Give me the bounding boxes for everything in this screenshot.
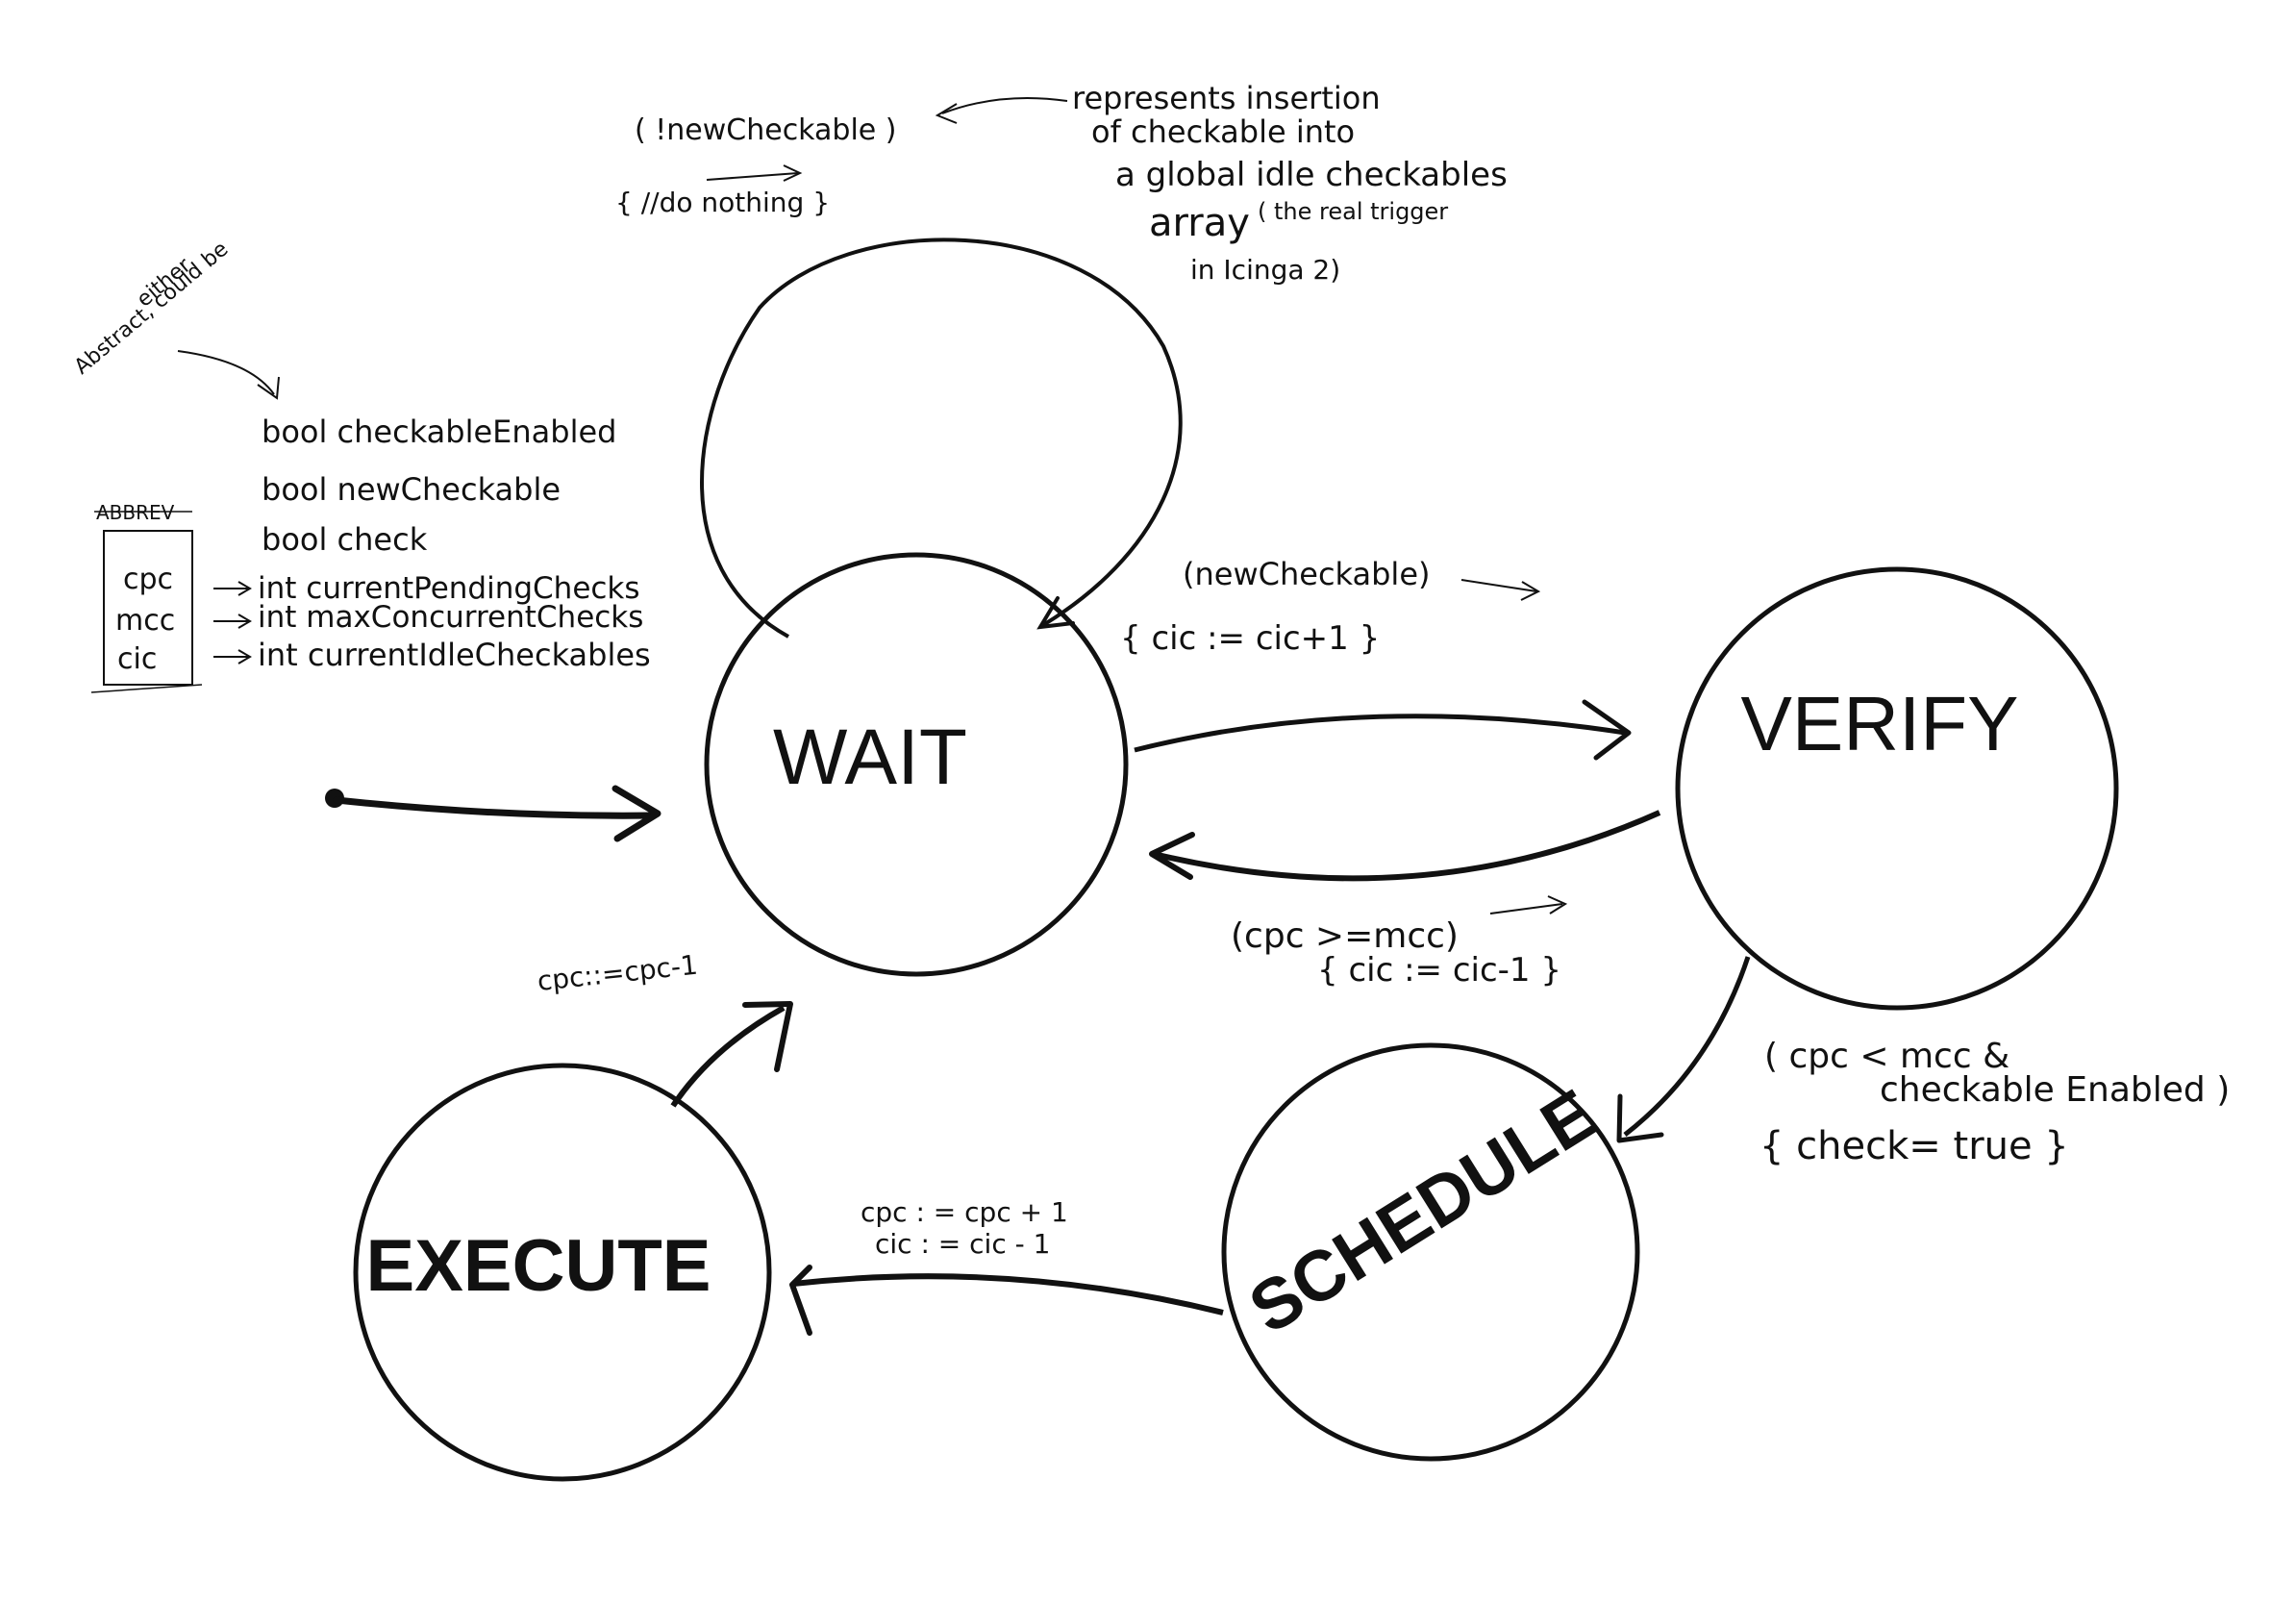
wait-to-verify-guard: (newCheckable)	[1183, 556, 1430, 592]
verify-to-schedule-guard-2: checkable Enabled )	[1880, 1070, 2230, 1110]
variable-6: int currentIdleCheckables	[258, 637, 651, 673]
verify-to-wait-label: (cpc >=mcc) { cic := cic-1 }	[1231, 895, 1568, 990]
insertion-note-line-1: represents insertion	[1072, 80, 1381, 116]
verify-to-schedule-transition	[1616, 956, 1751, 1143]
variable-4: int currentPendingChecks	[258, 571, 640, 606]
self-loop-action: { //do nothing }	[615, 187, 830, 218]
state-verify-label: VERIFY	[1741, 681, 2019, 766]
state-verify: VERIFY	[1675, 566, 2119, 1011]
abstract-note: Abstract, could be either	[70, 238, 280, 400]
initial-transition	[325, 785, 661, 842]
insertion-note-line-3: a global idle checkables	[1115, 156, 1508, 194]
abbrev-header: ABBREV	[96, 501, 175, 524]
state-schedule: SCHEDULE	[1221, 1042, 1640, 1462]
variable-list: bool checkableEnabled bool newCheckable …	[258, 414, 651, 673]
wait-to-verify-action: { cic := cic+1 }	[1120, 619, 1380, 658]
verify-to-schedule-label: ( cpc < mcc & checkable Enabled ) { chec…	[1759, 1037, 2230, 1168]
schedule-to-execute-label: cpc : = cpc + 1 cic : = cic - 1	[861, 1196, 1068, 1260]
wait-to-verify-transition	[1134, 699, 1632, 761]
verify-to-schedule-guard-1: ( cpc < mcc &	[1764, 1037, 2009, 1076]
self-loop-transition	[700, 238, 1183, 639]
execute-to-wait-action: cpc::=cpc-1	[536, 949, 699, 997]
abbrev-box: ABBREV cpc mcc cic	[90, 501, 252, 693]
abbrev-item-cpc: cpc	[123, 563, 173, 596]
insertion-note-line-4: array	[1149, 201, 1250, 245]
verify-to-schedule-action: { check= true }	[1759, 1124, 2069, 1168]
self-loop-guard: ( !newCheckable )	[635, 113, 897, 147]
variable-5: int maxConcurrentChecks	[258, 600, 643, 635]
state-schedule-label: SCHEDULE	[1235, 1074, 1610, 1349]
state-execute-label: EXECUTE	[366, 1225, 711, 1307]
insertion-note-line-2: of checkable into	[1091, 113, 1355, 150]
self-loop-label: ( !newCheckable ) { //do nothing }	[615, 113, 897, 218]
state-wait-label: WAIT	[773, 714, 967, 801]
state-execute: EXECUTE	[353, 1063, 772, 1482]
schedule-to-execute-action-1: cpc : = cpc + 1	[861, 1196, 1068, 1228]
verify-to-wait-guard: (cpc >=mcc)	[1231, 916, 1459, 956]
variable-1: bool checkableEnabled	[262, 414, 616, 450]
state-wait: WAIT	[704, 552, 1129, 977]
verify-to-wait-action: { cic := cic-1 }	[1317, 951, 1561, 990]
insertion-note-line-5: ( the real trigger	[1258, 198, 1448, 225]
schedule-to-execute-action-2: cic : = cic - 1	[875, 1228, 1050, 1260]
variable-3: bool check	[262, 521, 428, 558]
wait-to-verify-label: (newCheckable) { cic := cic+1 }	[1120, 556, 1541, 658]
insertion-note: represents insertion of checkable into a…	[935, 80, 1508, 286]
insertion-note-line-6: in Icinga 2)	[1190, 254, 1340, 286]
schedule-to-execute-transition	[789, 1265, 1224, 1336]
execute-to-wait-label: cpc::=cpc-1	[536, 949, 699, 997]
verify-to-wait-transition	[1149, 810, 1661, 882]
execute-to-wait-transition	[670, 1001, 793, 1108]
abbrev-item-mcc: mcc	[115, 604, 175, 638]
variable-2: bool newCheckable	[262, 471, 561, 508]
abbrev-item-cic: cic	[117, 642, 157, 676]
